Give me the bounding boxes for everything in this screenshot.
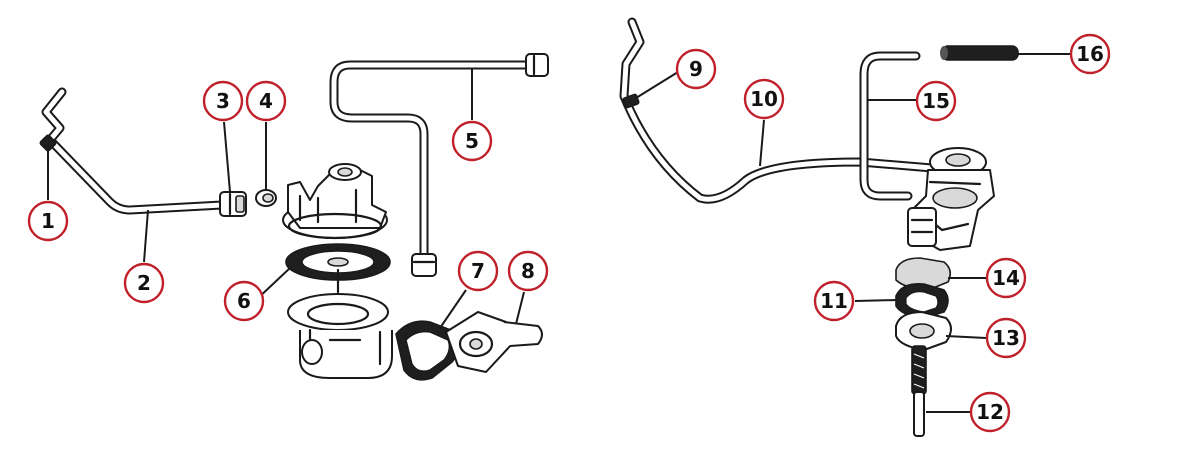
callout-7: 7 bbox=[457, 250, 499, 292]
push-rod-12 bbox=[911, 345, 927, 437]
fuel-pump-right-body bbox=[907, 147, 995, 251]
callout-15: 15 bbox=[915, 80, 957, 122]
callout-ring bbox=[743, 78, 785, 120]
callout-number: 15 bbox=[922, 89, 950, 113]
callout-1: 1 bbox=[27, 200, 69, 242]
fuel-hose-10 bbox=[619, 17, 937, 204]
callout-10: 10 bbox=[743, 78, 785, 120]
callout-number: 7 bbox=[471, 259, 485, 283]
gasket-11 bbox=[895, 282, 949, 319]
callout-9: 9 bbox=[675, 48, 717, 90]
callout-number: 6 bbox=[237, 289, 251, 313]
flange-13 bbox=[895, 311, 952, 351]
return-pipe-15 bbox=[859, 51, 921, 201]
callout-number: 4 bbox=[259, 89, 273, 113]
callout-3: 3 bbox=[202, 80, 244, 122]
callout-ring bbox=[813, 280, 855, 322]
callout-number: 13 bbox=[992, 326, 1020, 350]
callout-number: 9 bbox=[689, 57, 703, 81]
pipe-end-fitting-bottom bbox=[411, 253, 437, 277]
callout-ring bbox=[451, 120, 493, 162]
callout-ring bbox=[457, 250, 499, 292]
callout-16: 16 bbox=[1069, 33, 1111, 75]
callout-13: 13 bbox=[985, 317, 1027, 359]
callout-number: 5 bbox=[465, 129, 479, 153]
callout-ring bbox=[202, 80, 244, 122]
callout-12: 12 bbox=[969, 391, 1011, 433]
insulator-block-8 bbox=[445, 311, 543, 373]
callout-number: 11 bbox=[820, 289, 848, 313]
callout-ring bbox=[985, 257, 1027, 299]
callout-6: 6 bbox=[223, 280, 265, 322]
pipe-sleeve-3 bbox=[219, 191, 247, 217]
callout-number: 2 bbox=[137, 271, 151, 295]
callout-ring bbox=[675, 48, 717, 90]
callout-11: 11 bbox=[813, 280, 855, 322]
callout-ring bbox=[123, 262, 165, 304]
diaphragm-4 bbox=[285, 243, 391, 294]
callout-ring bbox=[915, 80, 957, 122]
fuel-pump-upper-body bbox=[282, 163, 388, 240]
flange-gasket-7 bbox=[395, 320, 461, 381]
hose-clip-9 bbox=[622, 93, 640, 109]
fuel-pipe-left bbox=[41, 87, 227, 215]
callout-number: 14 bbox=[992, 266, 1020, 290]
fuel-pump-lower-body bbox=[287, 293, 393, 379]
callout-2: 2 bbox=[123, 262, 165, 304]
callout-8: 8 bbox=[507, 250, 549, 292]
pipe-clip-1 bbox=[39, 134, 57, 152]
callout-5: 5 bbox=[451, 120, 493, 162]
plug-5 bbox=[255, 189, 277, 207]
callout-number: 12 bbox=[976, 400, 1004, 424]
callout-ring bbox=[245, 80, 287, 122]
callout-number: 3 bbox=[216, 89, 230, 113]
callout-ring bbox=[985, 317, 1027, 359]
hose-16 bbox=[940, 45, 1019, 61]
pipe-end-fitting-top bbox=[525, 53, 549, 77]
callout-14: 14 bbox=[985, 257, 1027, 299]
callout-number: 10 bbox=[750, 87, 778, 111]
fuel-pipe-6 bbox=[329, 60, 533, 261]
callout-ring bbox=[969, 391, 1011, 433]
callout-4: 4 bbox=[245, 80, 287, 122]
callout-number: 8 bbox=[521, 259, 535, 283]
callout-number: 1 bbox=[41, 209, 55, 233]
callout-ring bbox=[223, 280, 265, 322]
callout-ring bbox=[1069, 33, 1111, 75]
callout-ring bbox=[27, 200, 69, 242]
callout-ring bbox=[507, 250, 549, 292]
callout-number: 16 bbox=[1076, 42, 1104, 66]
leader-lines bbox=[47, 53, 1070, 413]
